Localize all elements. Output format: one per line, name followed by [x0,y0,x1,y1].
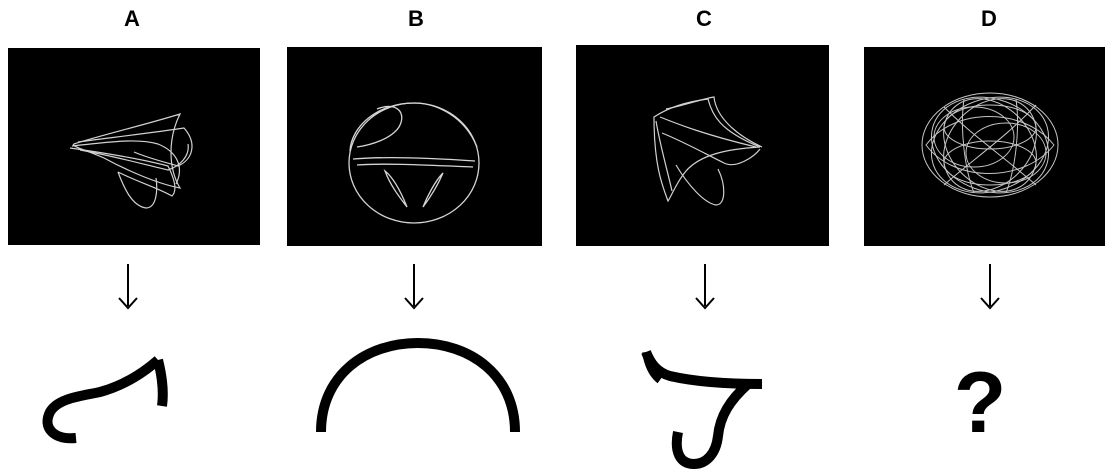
panel-label-a: A [102,6,162,32]
down-arrow-icon [113,262,143,312]
tracing-a-icon [8,48,260,245]
tracing-screen-c [576,45,829,246]
tracing-b-icon [287,47,542,246]
tracing-screen-b [287,47,542,246]
down-arrow-icon [975,262,1005,312]
tracing-d-icon [864,47,1105,246]
panel-label-b: B [386,6,446,32]
panel-label-c: C [674,6,734,32]
unknown-question-mark: ? [950,348,1010,458]
glyph-hook-icon [30,336,180,456]
down-arrow-icon [399,262,429,312]
down-arrow-icon [690,262,720,312]
glyph-loop-icon [630,340,780,470]
panel-label-d: D [959,6,1019,32]
tracing-screen-a [8,48,260,245]
glyph-arc-icon [308,330,528,440]
tracing-c-icon [576,45,829,246]
tracing-screen-d [864,47,1105,246]
